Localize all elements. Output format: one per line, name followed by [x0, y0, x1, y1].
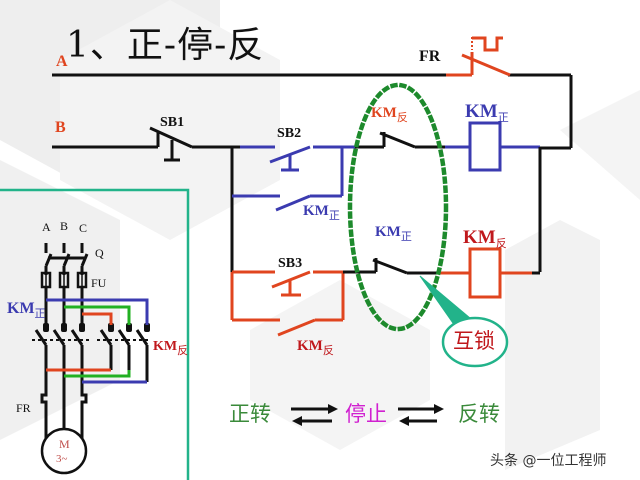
km-fwd-holding-contact — [232, 145, 355, 212]
main-fr-label: FR — [16, 401, 31, 415]
km-main-text: KM — [463, 227, 496, 248]
interlock-callout-bubble — [419, 275, 509, 368]
motor-type: 3~ — [56, 453, 68, 465]
main-circuit-frame — [0, 188, 190, 480]
km-rev-nc-contact — [355, 131, 445, 149]
sb3-reverse-button — [232, 270, 343, 297]
sb1-label: SB1 — [160, 115, 185, 130]
km-fwd-nc-contact — [343, 258, 440, 275]
state-flow-arrows — [291, 404, 444, 426]
km-sub-text: 正 — [328, 210, 340, 222]
km-fwd-coil-label: KM正 — [465, 102, 509, 124]
contact-terminals — [43, 323, 150, 332]
km-rev-coil — [440, 247, 540, 299]
km-main-text: KM — [375, 224, 401, 240]
phase-a-bus — [52, 73, 573, 150]
phase-label-c: C — [79, 221, 88, 235]
phase-a-label: A — [56, 53, 68, 70]
km-main-text: KM — [303, 203, 329, 219]
sb2-forward-button — [240, 145, 345, 172]
switch-q-label: Q — [95, 246, 104, 260]
interlock-callout-text: 互锁 — [453, 329, 495, 353]
state-forward: 正转 — [229, 402, 271, 426]
km-sub-text: 反 — [495, 238, 507, 250]
motor-name: M — [59, 437, 70, 451]
km-sub-text: 正 — [400, 231, 412, 243]
km-rev-nc-contact-label: KM反 — [371, 106, 408, 124]
fr-label: FR — [419, 48, 441, 65]
fuse-label: FU — [91, 276, 107, 290]
phase-b-label: B — [55, 119, 66, 136]
motor-symbol — [40, 427, 88, 475]
main-km-rev-label: KM反 — [153, 340, 188, 357]
km-sub-text: 反 — [396, 112, 408, 124]
km-sub-text: 反 — [177, 345, 189, 357]
km-fwd-nc-contact-label: KM正 — [375, 225, 412, 243]
km-fwd-coil — [445, 121, 540, 172]
phase-label-a: A — [42, 220, 51, 234]
page-title: 1、正-停-反 — [66, 25, 265, 66]
main-circuit-wiring — [32, 243, 150, 450]
km-sub-text: 正 — [497, 112, 509, 124]
km-sub-text: 正 — [34, 308, 46, 320]
fr-thermal-contact — [446, 36, 511, 77]
sb2-label: SB2 — [277, 126, 302, 141]
sb3-label: SB3 — [278, 256, 303, 271]
phase-crossover-wires — [46, 298, 149, 384]
km-main-text: KM — [153, 339, 178, 354]
interlock-highlight-ellipse — [347, 82, 449, 332]
km-fwd-holding-label: KM正 — [303, 204, 340, 222]
watermark: 头条 @一位工程师 — [490, 453, 607, 469]
phase-label-b: B — [60, 219, 69, 233]
km-rev-holding-label: KM反 — [297, 339, 334, 357]
main-km-fwd-label: KM正 — [7, 301, 46, 320]
state-reverse: 反转 — [458, 402, 500, 426]
km-rev-holding-contact — [230, 272, 345, 337]
km-main-text: KM — [297, 338, 323, 354]
km-main-text: KM — [465, 101, 498, 122]
left-rail — [230, 145, 240, 272]
km-sub-text: 反 — [322, 345, 334, 357]
sb1-stop-button — [52, 126, 232, 162]
state-stop: 停止 — [345, 402, 387, 426]
km-main-text: KM — [7, 300, 35, 317]
km-main-text: KM — [371, 105, 397, 121]
km-rev-coil-label: KM反 — [463, 228, 507, 250]
